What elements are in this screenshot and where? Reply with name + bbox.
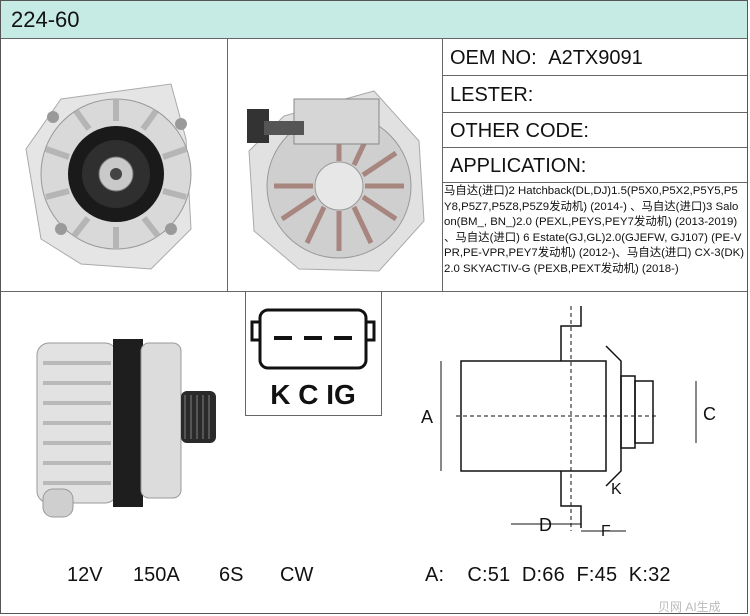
dim-label-d: D bbox=[539, 515, 552, 535]
connector-plug-diagram: K C IG bbox=[250, 308, 376, 410]
voltage: 12V bbox=[67, 564, 103, 586]
oem-value: A2TX9091 bbox=[548, 47, 643, 69]
divider bbox=[442, 38, 443, 291]
dim-label-c: C bbox=[703, 404, 716, 424]
rotation: CW bbox=[280, 564, 314, 586]
plug-terminals-label: K C IG bbox=[270, 379, 356, 410]
lester-label: LESTER: bbox=[450, 84, 534, 106]
divider bbox=[245, 291, 246, 415]
dim-label-k: K bbox=[611, 481, 622, 498]
alternator-rear-image bbox=[247, 90, 425, 272]
oem-label: OEM NO: bbox=[450, 47, 537, 69]
dim-label-f: F bbox=[601, 523, 611, 536]
application-label: APPLICATION: bbox=[450, 155, 587, 177]
header-bar: 224-60 bbox=[1, 1, 747, 39]
alternator-side-image bbox=[36, 339, 216, 518]
other-code-label: OTHER CODE: bbox=[450, 120, 589, 142]
divider bbox=[381, 291, 382, 415]
dimension-summary: A: C:51 D:66 F:45 K:32 bbox=[425, 564, 671, 586]
dimension-drawing: A C D F K bbox=[421, 306, 716, 536]
oem-row: OEM NO: A2TX9091 bbox=[442, 38, 747, 76]
alternator-front-image bbox=[25, 83, 192, 270]
dim-label-a: A bbox=[421, 407, 433, 427]
amperage: 150A bbox=[133, 564, 180, 586]
pulley-type: 6S bbox=[219, 564, 244, 586]
application-row: APPLICATION: bbox=[442, 148, 747, 183]
lester-row: LESTER: bbox=[442, 76, 747, 113]
application-text: 马自达(进口)2 Hatchback(DL,DJ)1.5(P5X0,P5X2,P… bbox=[444, 185, 744, 275]
divider bbox=[1, 291, 747, 292]
divider bbox=[245, 415, 382, 416]
watermark: 贝网 AI生成 bbox=[658, 600, 721, 614]
model-number: 224-60 bbox=[11, 7, 80, 32]
other-code-row: OTHER CODE: bbox=[442, 113, 747, 148]
divider bbox=[227, 38, 228, 291]
